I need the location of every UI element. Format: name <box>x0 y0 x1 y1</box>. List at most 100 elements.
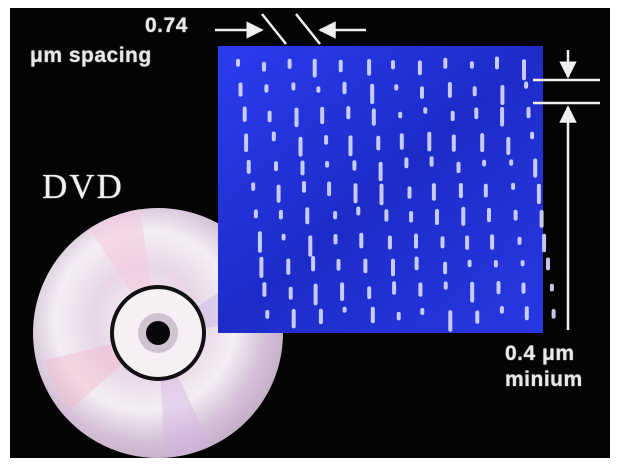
pit-mark <box>457 162 461 173</box>
pit-mark <box>475 311 479 324</box>
pit-mark <box>527 107 531 118</box>
pit-mark <box>299 137 303 157</box>
pit-mark <box>388 236 392 250</box>
pit-mark <box>480 133 484 152</box>
pit-mark <box>448 82 452 98</box>
pit-mark <box>473 86 477 96</box>
pit-mark <box>239 83 243 97</box>
pit-mark <box>363 259 367 274</box>
pit-mark <box>398 112 402 119</box>
pit-mark <box>546 258 550 271</box>
pit-mark <box>397 312 401 321</box>
pit-mark <box>392 281 396 295</box>
pit-mark <box>302 181 306 193</box>
pit-mark <box>274 161 278 171</box>
pit-mark <box>495 57 499 70</box>
pit-mark <box>542 234 546 253</box>
pit-mark <box>443 262 447 275</box>
pit-mark <box>506 137 510 155</box>
pit-mark <box>537 184 541 204</box>
pit-mark <box>540 210 544 228</box>
pit-mark <box>244 134 248 153</box>
pit-mark <box>288 59 292 69</box>
pit-mark <box>264 84 268 93</box>
pit-mark <box>443 58 447 69</box>
pit-mark <box>518 237 522 245</box>
pit-mark <box>522 283 526 294</box>
pit-mark <box>333 211 337 219</box>
spacing-unit-label: μm spacing <box>30 44 152 68</box>
pit-mark <box>474 108 478 120</box>
pit-mark <box>470 282 474 303</box>
pit-mark <box>420 86 424 99</box>
pit-mark <box>444 282 448 290</box>
pit-mark <box>289 287 293 300</box>
pit-mark <box>346 106 350 119</box>
pit-mark <box>254 209 258 218</box>
pit-mark <box>295 108 299 128</box>
pit-mark <box>327 182 331 197</box>
pit-mark <box>500 306 504 314</box>
pit-mark <box>316 86 320 92</box>
pit-mark <box>291 82 295 90</box>
pit-mark <box>521 260 525 266</box>
pit-mark <box>384 209 388 221</box>
pit-mark <box>552 309 556 319</box>
pit-mark <box>251 182 255 191</box>
pit-mark <box>380 184 384 206</box>
pit-mark <box>448 310 452 331</box>
pit-mark <box>391 60 395 69</box>
pit-mark <box>484 184 488 198</box>
pit-mark <box>324 135 328 145</box>
pit-mark <box>259 257 263 278</box>
pit-mark <box>530 132 534 140</box>
pit-mark <box>468 260 472 267</box>
pit-mark <box>349 135 353 156</box>
pit-mark <box>354 183 358 203</box>
pit-mark <box>268 111 272 123</box>
pit-mark <box>282 234 286 241</box>
pit-mark <box>262 282 266 297</box>
pit-mark <box>325 161 329 168</box>
pit-mark <box>497 281 501 294</box>
pit-mark <box>313 59 317 78</box>
pit-mark <box>524 82 528 89</box>
pit-mark <box>415 257 419 271</box>
pit-mark <box>339 60 343 72</box>
pit-mark <box>432 183 436 201</box>
pit-mark <box>308 235 312 256</box>
pit-mark <box>394 84 398 90</box>
pit-mark <box>404 157 408 168</box>
pit-mark <box>525 306 529 320</box>
pit-mark <box>265 310 269 319</box>
pit-mark <box>337 259 341 271</box>
pit-mark <box>314 284 318 306</box>
min-length-arrows <box>533 50 600 330</box>
spacing-arrows <box>215 14 366 44</box>
pit-field <box>218 46 556 333</box>
pit-mark <box>487 208 491 222</box>
pit-mark <box>511 183 515 190</box>
pit-mark <box>409 211 413 223</box>
pit-mark <box>301 161 305 176</box>
pit-mark <box>500 107 504 127</box>
pit-mark <box>550 284 554 292</box>
pit-mark <box>286 259 290 275</box>
pit-mark <box>334 234 338 245</box>
spacing-value-label: 0.74 <box>145 14 188 38</box>
pit-mark <box>343 82 347 95</box>
pit-mark <box>514 210 518 221</box>
pit-mark <box>459 183 463 198</box>
pit-mark <box>352 160 356 170</box>
pit-mark <box>367 59 371 76</box>
pit-mark <box>509 159 513 165</box>
pit-mark <box>423 107 427 114</box>
pit-mark <box>279 210 283 220</box>
pit-mark <box>359 233 363 249</box>
pit-mark <box>418 60 422 75</box>
pit-mark <box>452 135 456 152</box>
pit-mark <box>451 111 455 121</box>
pit-mark <box>482 160 486 167</box>
